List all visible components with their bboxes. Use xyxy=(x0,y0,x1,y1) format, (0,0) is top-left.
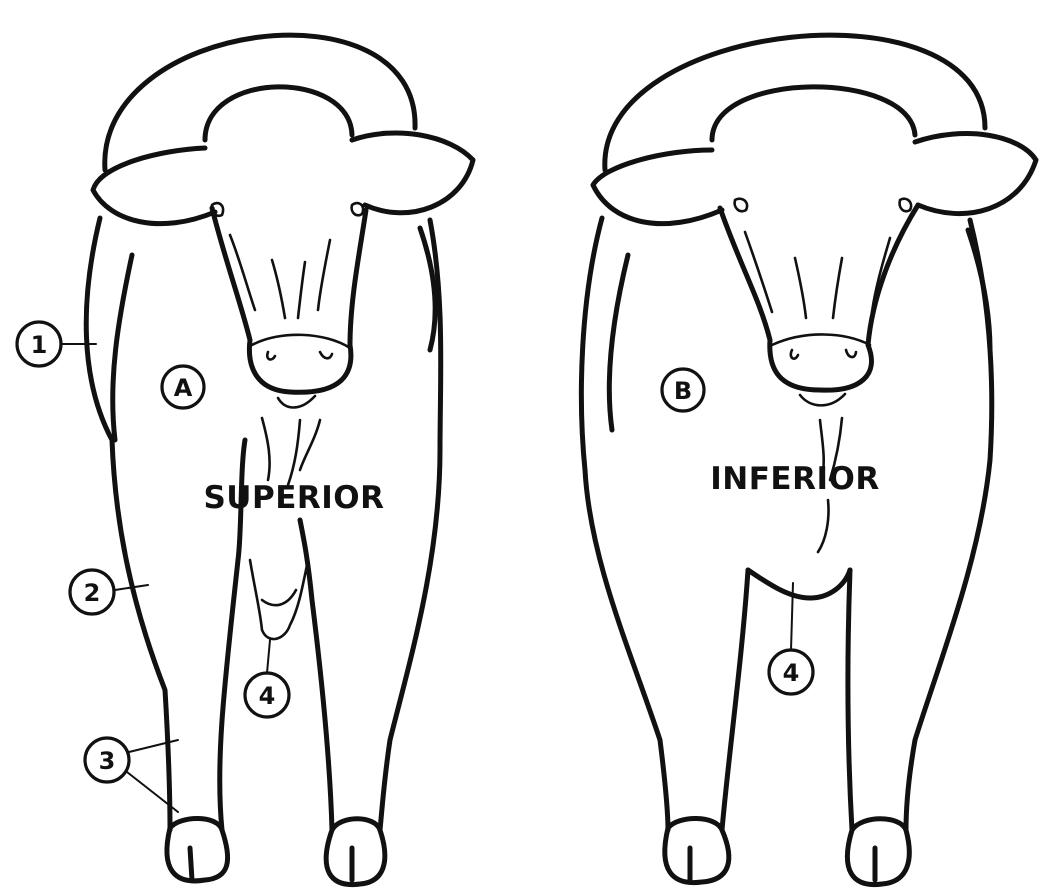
cow-b-right-ear xyxy=(915,134,1036,214)
cow-b-body-right xyxy=(906,220,992,830)
cow-b-left-leg-front xyxy=(722,570,748,830)
callout-3-leader-upper xyxy=(129,740,178,752)
cow-a-marker: A xyxy=(162,366,204,408)
cow-a-face-outline xyxy=(212,208,366,392)
cow-a-body-right xyxy=(380,220,441,830)
cow-b-body-left xyxy=(581,218,668,830)
cow-a-right-leg-inner xyxy=(300,520,332,830)
cow-b-back-outline xyxy=(605,35,985,170)
cow-b-right-eye xyxy=(900,199,911,212)
cow-b-right-hoof xyxy=(847,819,909,885)
cow-a-callout-4: 4 xyxy=(245,640,289,717)
cow-a-right-eye xyxy=(352,203,363,215)
cow-b xyxy=(581,35,1036,884)
cow-a-callout-3: 3 xyxy=(85,738,178,812)
cow-b-left-hoof xyxy=(665,818,729,882)
cow-b-left-shoulder xyxy=(609,255,628,430)
cow-a-left-ear xyxy=(93,148,215,224)
callout-3-text: 3 xyxy=(99,747,116,775)
cow-b-muzzle xyxy=(772,334,870,405)
cow-b-right-leg-inner xyxy=(848,570,852,830)
cow-b-marker: B xyxy=(662,369,704,411)
cow-a-left-leg-inner xyxy=(113,255,132,440)
cow-a-marker-text: A xyxy=(174,374,193,402)
cow-a-left-hoof xyxy=(167,818,228,880)
cow-b-face-outline xyxy=(720,205,918,390)
cow-a-label: SUPERIOR xyxy=(203,480,384,516)
cow-b-left-eye xyxy=(735,199,747,212)
callout-4b-text: 4 xyxy=(783,659,800,687)
cow-b-label: INFERIOR xyxy=(710,461,879,497)
cow-b-marker-text: B xyxy=(674,377,692,405)
callout-1-text: 1 xyxy=(31,331,48,359)
cow-b-left-ear xyxy=(593,150,722,224)
cow-a-back-outline xyxy=(105,35,415,170)
cow-a xyxy=(86,35,473,884)
cow-a-right-ear xyxy=(352,133,473,213)
cow-a-muzzle xyxy=(252,335,350,408)
cow-a-face-creases xyxy=(230,235,330,318)
cow-b-face-creases xyxy=(745,232,890,318)
callout-4a-leader xyxy=(267,640,270,673)
callout-4a-text: 4 xyxy=(259,682,276,710)
cow-b-poll-outline xyxy=(712,87,915,140)
cow-a-right-hoof xyxy=(326,819,385,885)
cow-b-brisket xyxy=(748,570,850,598)
callout-2-text: 2 xyxy=(84,579,101,607)
cow-a-poll-outline xyxy=(205,87,352,140)
cow-a-dewlap xyxy=(250,418,320,639)
